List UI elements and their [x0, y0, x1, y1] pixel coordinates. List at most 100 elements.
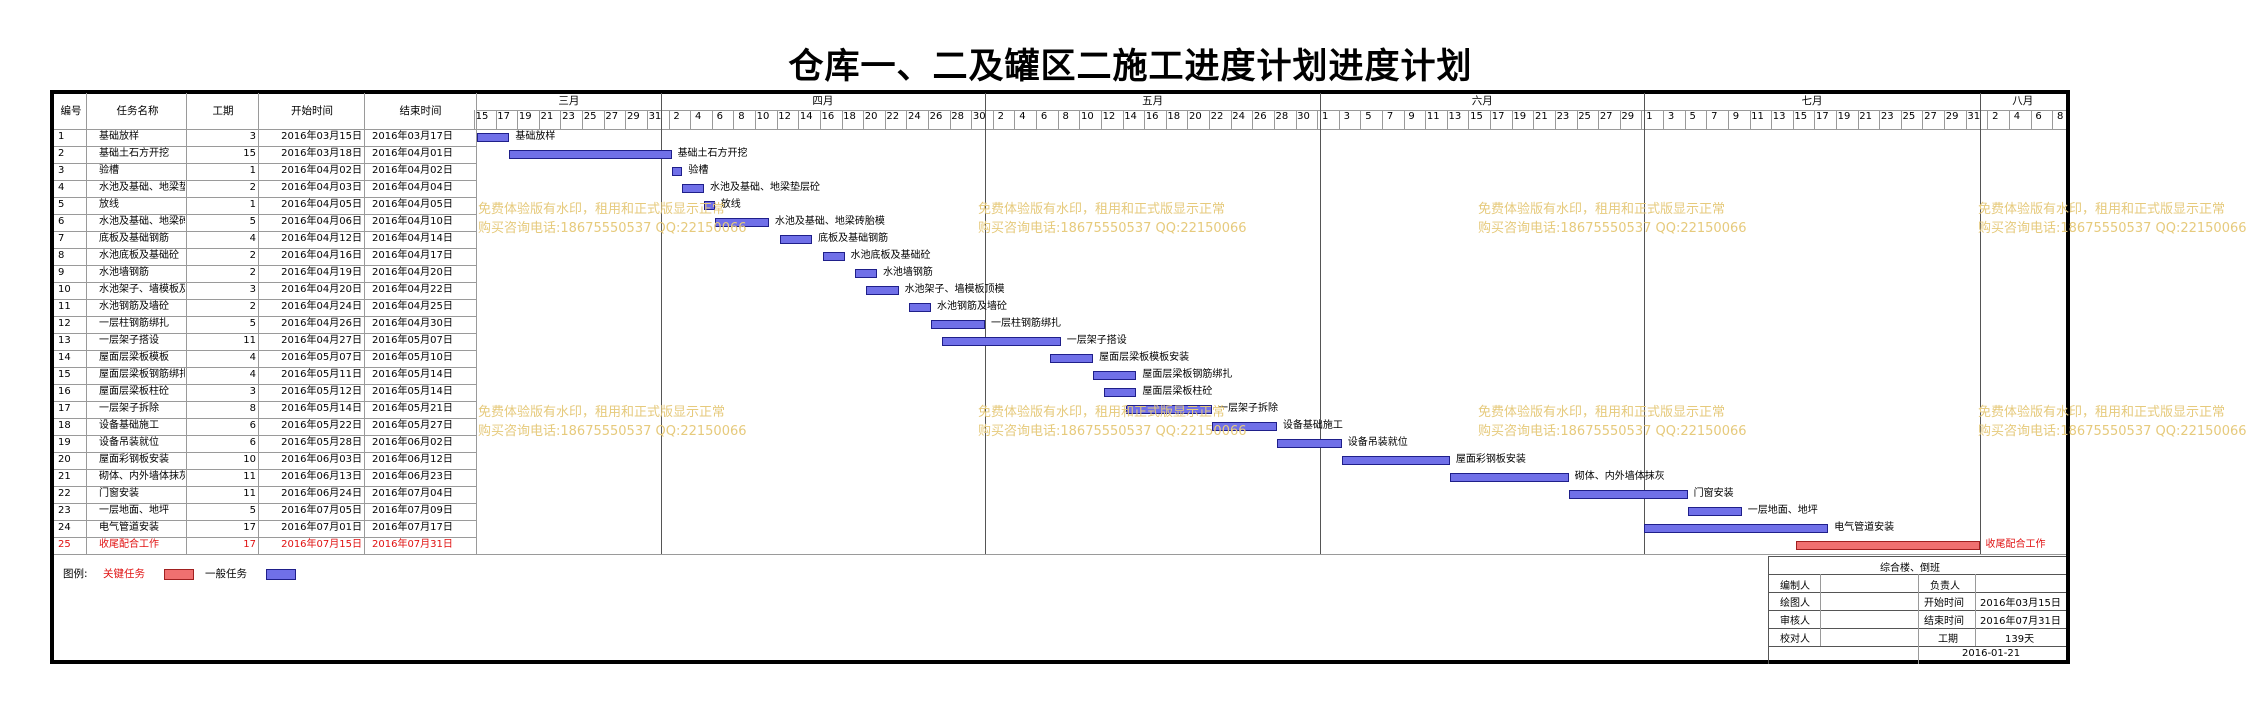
- watermark-line1: 免费体验版有水印，租用和正式版显示正常: [1478, 405, 1726, 420]
- row-start-date: 2016年07月01日: [281, 522, 362, 533]
- day-tick-line: [2008, 110, 2010, 129]
- gantt-bar: [1687, 507, 1742, 516]
- signoff-project: 综合楼、倒班: [1880, 563, 1940, 574]
- row-start-date: 2016年04月26日: [281, 318, 362, 329]
- row-start-date: 2016年05月14日: [281, 403, 362, 414]
- row-end-date: 2016年04月04日: [372, 182, 453, 193]
- day-tick-label: 15: [475, 111, 489, 122]
- page-title: 仓库一、二及罐区二施工进度计划进度计划: [788, 46, 1473, 87]
- legend-normal-swatch: [266, 569, 296, 580]
- day-tick-label: 31: [648, 111, 662, 122]
- row-id: 3: [58, 165, 65, 176]
- gantt-bar: [704, 201, 715, 210]
- column-divider: [258, 93, 259, 554]
- day-tick-line: [819, 110, 821, 129]
- row-duration: 15: [243, 148, 256, 159]
- watermark-line2: 购买咨询电话:18675550537 QQ:22150066: [978, 424, 1247, 439]
- day-tick-line: [755, 110, 757, 129]
- row-line: [54, 146, 477, 147]
- row-end-date: 2016年04月25日: [372, 301, 453, 312]
- day-tick-label: 8: [2057, 111, 2064, 122]
- row-task-name: 一层地面、地坪: [99, 505, 169, 516]
- row-id: 21: [58, 471, 71, 482]
- day-tick-label: 19: [1837, 111, 1851, 122]
- day-tick-label: 8: [738, 111, 745, 122]
- day-tick-label: 28: [951, 111, 964, 122]
- gantt-bar-label: 一层柱钢筋绑扎: [991, 318, 1062, 329]
- row-task-name: 门窗安装: [99, 488, 139, 499]
- day-tick-line: [1100, 110, 1102, 129]
- watermark-line2: 购买咨询电话:18675550537 QQ:22150066: [478, 221, 747, 236]
- day-tick-label: 1: [1321, 111, 1329, 122]
- row-task-name: 水池架子、墙模板及顶模: [99, 284, 185, 295]
- day-tick-label: 10: [1080, 111, 1094, 122]
- row-duration: 10: [243, 454, 256, 465]
- row-start-date: 2016年06月13日: [281, 471, 362, 482]
- row-end-date: 2016年05月07日: [372, 335, 453, 346]
- day-tick-label: 20: [864, 111, 878, 122]
- day-tick-line: [1295, 110, 1297, 129]
- signoff-row-line: [1768, 610, 2066, 611]
- row-end-date: 2016年04月30日: [372, 318, 453, 329]
- row-duration: 5: [249, 216, 256, 227]
- row-end-date: 2016年05月14日: [372, 369, 453, 380]
- gantt-bar: [1049, 354, 1094, 363]
- day-tick-label: 24: [1232, 111, 1246, 122]
- col-header-id: 编号: [60, 105, 82, 117]
- watermark-text: 免费体验版有水印，租用和正式版显示正常购买咨询电话:18675550537 QQ…: [978, 403, 1247, 441]
- day-tick-label: 4: [1019, 111, 1026, 122]
- day-tick-label: 4: [695, 111, 702, 122]
- day-tick-label: 9: [1408, 111, 1415, 122]
- gantt-bar-label: 砌体、内外墙体抹灰: [1574, 471, 1665, 482]
- row-task-name: 屋面层梁板模板: [99, 352, 169, 363]
- gantt-bar: [1644, 524, 1829, 533]
- day-tick-line: [1684, 110, 1686, 129]
- gantt-bar-label: 水池及基础、地梁垫层砼: [710, 182, 820, 193]
- month-label: 七月: [1801, 95, 1823, 107]
- gantt-bar: [1568, 490, 1688, 499]
- signoff-reviewed-by: 审核人: [1780, 616, 1810, 627]
- day-tick-line: [1338, 110, 1340, 129]
- row-line: [54, 486, 477, 487]
- day-tick-line: [1792, 110, 1794, 129]
- day-tick-label: 3: [1343, 111, 1350, 122]
- row-id: 9: [58, 267, 65, 278]
- row-task-name: 水池墙钢筋: [99, 267, 149, 278]
- row-start-date: 2016年04月27日: [281, 335, 362, 346]
- row-id: 8: [58, 250, 65, 261]
- day-tick-line: [1382, 110, 1383, 129]
- row-line: [54, 180, 477, 181]
- signoff-end-label: 结束时间: [1924, 616, 1964, 627]
- day-tick-label: 26: [929, 111, 943, 122]
- day-tick-line: [1663, 110, 1665, 129]
- signoff-start-label: 开始时间: [1924, 598, 1964, 609]
- row-id: 2: [58, 148, 65, 159]
- row-end-date: 2016年04月05日: [372, 199, 453, 210]
- row-end-date: 2016年04月17日: [372, 250, 453, 261]
- row-duration: 8: [249, 403, 256, 414]
- legend-label: 图例:: [63, 568, 88, 580]
- day-tick-line: [971, 110, 973, 129]
- column-divider: [364, 93, 365, 554]
- day-tick-line: [1922, 110, 1924, 129]
- row-end-date: 2016年04月02日: [372, 165, 453, 176]
- row-id: 18: [58, 420, 71, 431]
- month-boundary-line: [1644, 93, 1646, 554]
- day-tick-label: 14: [799, 111, 813, 122]
- day-tick-label: 3: [1667, 111, 1675, 122]
- signoff-end-value: 2016年07月31日: [1980, 616, 2061, 627]
- gantt-bar: [822, 252, 845, 261]
- row-start-date: 2016年04月20日: [281, 284, 362, 295]
- day-tick-line: [1576, 110, 1578, 129]
- col-header-end: 结束时间: [399, 105, 442, 117]
- row-id: 16: [58, 386, 71, 397]
- row-task-name: 屋面层梁板钢筋绑扎: [99, 369, 185, 380]
- watermark-line1: 免费体验版有水印，租用和正式版显示正常: [478, 202, 726, 217]
- day-tick-line: [1944, 110, 1946, 129]
- row-line: [54, 333, 477, 334]
- day-tick-label: 28: [1275, 111, 1289, 122]
- row-duration: 1: [249, 165, 256, 176]
- day-tick-label: 13: [1772, 111, 1786, 122]
- day-tick-line: [2052, 110, 2054, 129]
- row-line: [54, 248, 477, 249]
